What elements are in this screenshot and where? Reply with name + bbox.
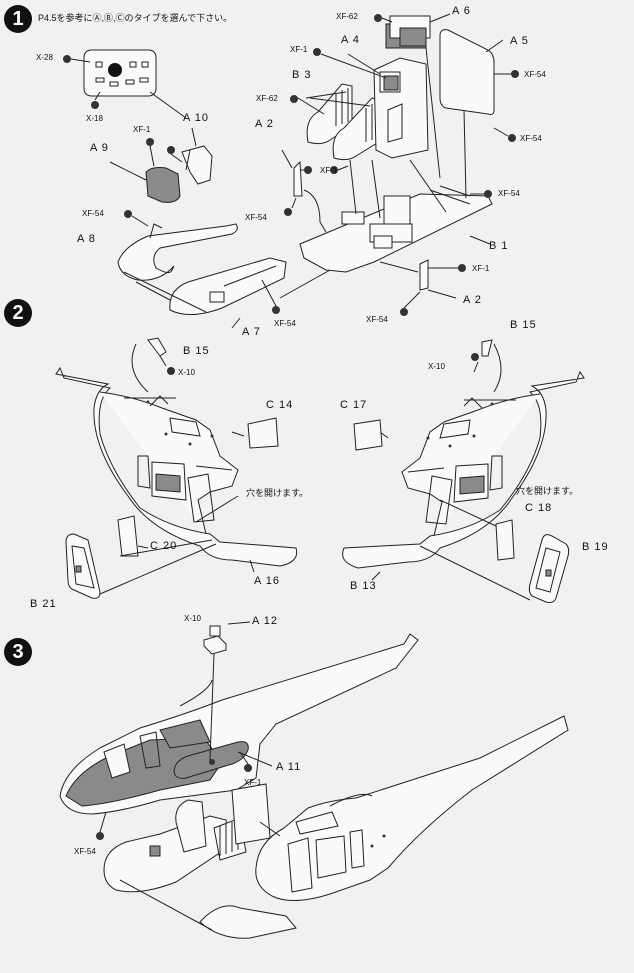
label-xf1-a10: XF-1 (133, 125, 151, 134)
part-a9 (145, 167, 181, 203)
label-c18: C 18 (525, 502, 553, 514)
part-c20 (117, 515, 139, 557)
label-xf54-a8: XF-54 (82, 209, 104, 218)
drill-note-left: 穴を開けます。 (246, 488, 309, 498)
part-b19 (528, 534, 570, 603)
part-a5-panel (439, 29, 495, 115)
assembly-left (59, 633, 419, 815)
label-a10: A 10 (183, 112, 210, 124)
label-a5: A 5 (510, 35, 529, 47)
label-b13: B 13 (350, 580, 377, 592)
label-c14: C 14 (266, 399, 294, 411)
label-a2-bottom: A 2 (463, 294, 482, 306)
label-b3: B 3 (292, 69, 312, 81)
part-a12 (203, 625, 227, 655)
instrument-panel-part (83, 49, 157, 97)
part-a6-radio (385, 15, 431, 49)
label-b15-right: B 15 (510, 319, 537, 331)
part-b1 (299, 185, 493, 273)
step-1-badge: 1 (4, 5, 32, 33)
label-b15-left: B 15 (183, 345, 210, 357)
part-a10 (181, 145, 213, 185)
part-c17 (353, 419, 383, 451)
label-xf62-top: XF-62 (336, 12, 358, 21)
label-xf54-b1: XF-54 (498, 189, 520, 198)
part-c14 (247, 417, 279, 449)
label-xf54-b3: XF-54 (520, 134, 542, 143)
label-b19: B 19 (582, 541, 609, 553)
part-b3-seats (306, 83, 383, 161)
fuselage-left-half (55, 366, 298, 567)
label-x10-right: X-10 (428, 362, 445, 371)
fuselage-right-half (342, 370, 585, 569)
label-xf1-a11: XF-1 (244, 778, 262, 787)
part-c18 (495, 519, 515, 561)
label-xf54-a7: XF-54 (274, 319, 296, 328)
label-xf62-b3: XF-62 (256, 94, 278, 103)
part-a7 (169, 257, 287, 315)
label-a9: A 9 (90, 142, 109, 154)
cockpit-subassembly (103, 783, 271, 893)
label-c20: C 20 (150, 540, 178, 552)
label-c17: C 17 (340, 399, 368, 411)
label-b21: B 21 (30, 598, 57, 610)
step-3-badge: 3 (4, 638, 32, 666)
label-a6: A 6 (452, 5, 471, 17)
label-xf1-b1: XF-1 (472, 264, 490, 273)
label-a7: A 7 (242, 326, 261, 338)
step-2-badge: 2 (4, 299, 32, 327)
drill-note-right: 穴を開けます。 (516, 486, 579, 496)
assembly-right (199, 715, 569, 939)
label-a4: A 4 (341, 34, 360, 46)
step-1-note: P4.5を参考にⒶ,Ⓑ,Ⓒのタイプを選んで下さい。 (38, 13, 233, 23)
label-a12: A 12 (252, 615, 279, 627)
part-a8 (117, 223, 238, 281)
label-xf54-step3: XF-54 (74, 847, 96, 856)
label-a2-top: A 2 (255, 118, 274, 130)
label-xf1-a4: XF-1 (290, 45, 308, 54)
label-xf54-a2: XF-54 (245, 213, 267, 222)
label-x28: X-28 (36, 53, 53, 62)
label-x10-left: X-10 (178, 368, 195, 377)
label-a16: A 16 (254, 575, 281, 587)
label-x18: X-18 (86, 114, 103, 123)
label-x10-a12: X-10 (184, 614, 201, 623)
label-xf54-bottom: XF-54 (366, 315, 388, 324)
label-xf1-a2: XF-1 (320, 166, 338, 175)
label-b1: B 1 (489, 240, 509, 252)
label-a8: A 8 (77, 233, 96, 245)
label-xf54-a5: XF-54 (524, 70, 546, 79)
part-b21 (65, 533, 101, 599)
label-a11: A 11 (276, 761, 302, 773)
part-a4-bulkhead (373, 57, 429, 159)
